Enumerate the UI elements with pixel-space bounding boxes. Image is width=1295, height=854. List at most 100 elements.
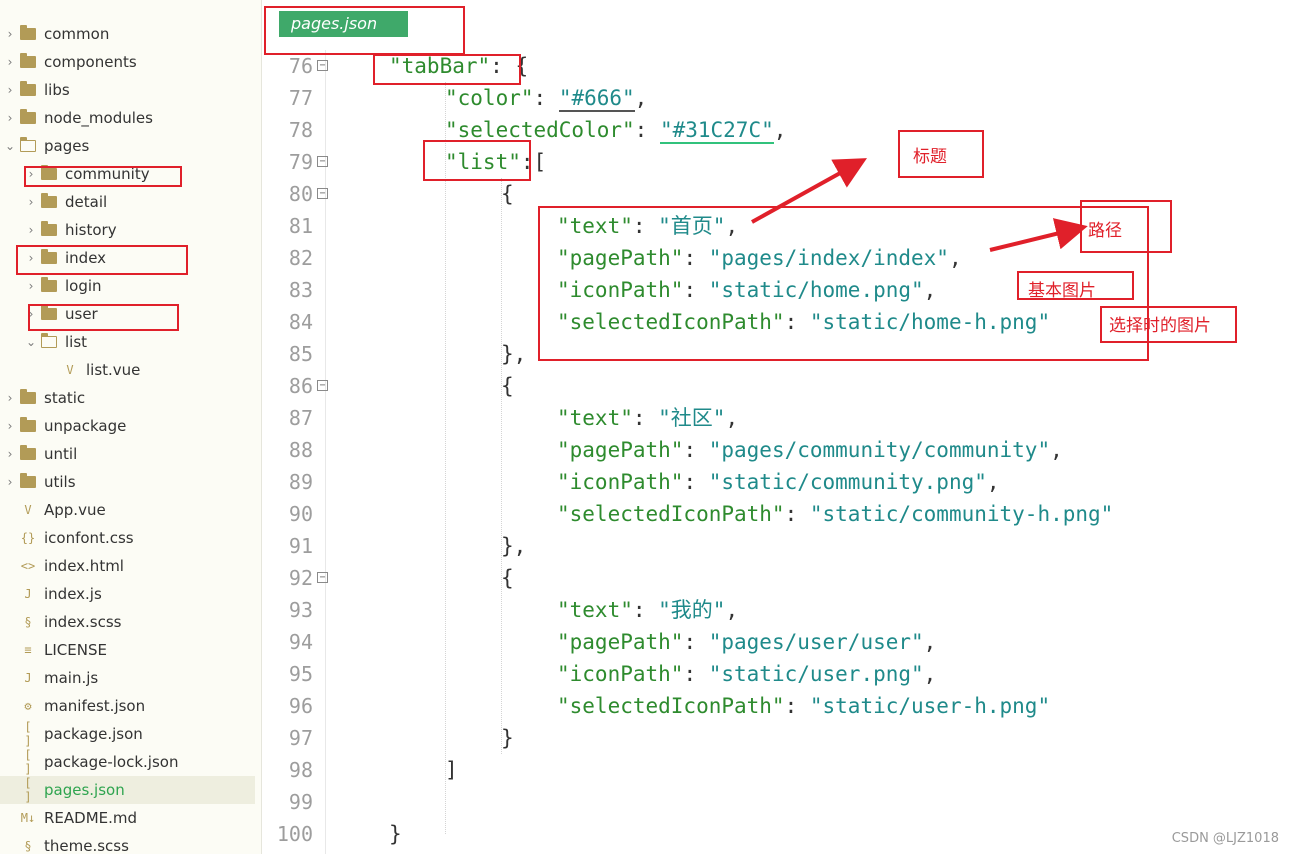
punctuation: : [683,438,709,462]
tree-item-static[interactable]: ›static [0,384,255,412]
chevron-right-icon[interactable]: › [28,167,34,181]
fold-toggle-icon[interactable]: − [317,60,328,71]
code-line[interactable]: 98] [263,754,1295,786]
folder-icon [41,193,57,208]
tree-item-detail[interactable]: ›detail [0,188,255,216]
punctuation: : [632,598,659,622]
code-line[interactable]: 91}, [263,530,1295,562]
chevron-right-icon[interactable]: › [7,55,13,69]
tree-item-until[interactable]: ›until [0,440,255,468]
code-line[interactable]: 86−{ [263,370,1295,402]
code-line[interactable]: 94"pagePath": "pages/user/user", [263,626,1295,658]
code-line[interactable]: 90"selectedIconPath": "static/community-… [263,498,1295,530]
code-line[interactable]: 89"iconPath": "static/community.png", [263,466,1295,498]
chevron-down-icon[interactable]: ⌄ [25,335,37,349]
code-line[interactable]: 87"text": "社区", [263,402,1295,434]
json-key: "iconPath" [557,662,684,686]
json-string: "static/user.png" [708,662,924,686]
code-line[interactable]: 95"iconPath": "static/user.png", [263,658,1295,690]
json-string: "static/community.png" [708,470,987,494]
code-line[interactable]: 96"selectedIconPath": "static/user-h.png… [263,690,1295,722]
code-line[interactable]: 83"iconPath": "static/home.png", [263,274,1295,306]
chevron-down-icon[interactable]: ⌄ [4,139,16,153]
code-line[interactable]: 85}, [263,338,1295,370]
code-line[interactable]: 92−{ [263,562,1295,594]
fold-toggle-icon[interactable]: − [317,156,328,167]
fold-toggle-icon[interactable]: − [317,380,328,391]
tree-item-license[interactable]: ≡LICENSE [0,636,255,664]
code-text: }, [501,530,526,562]
tree-item-label: pages.json [44,781,125,799]
tree-item-index[interactable]: › index [0,244,255,272]
chevron-right-icon[interactable]: › [7,391,13,405]
code-line[interactable]: 88"pagePath": "pages/community/community… [263,434,1295,466]
vue-file-icon: V [66,363,74,377]
tree-item-index-scss[interactable]: §index.scss [0,608,255,636]
code-line[interactable]: 79−"list":[ [263,146,1295,178]
line-number: 94 [288,630,313,654]
punctuation: { [501,566,514,590]
tree-item-package-json[interactable]: [ ]package.json [0,720,255,748]
tree-item-manifest-json[interactable]: ⚙manifest.json [0,692,255,720]
line-number: 90 [288,502,313,526]
code-line[interactable]: 93"text": "我的", [263,594,1295,626]
chevron-right-icon[interactable]: › [7,475,13,489]
tree-item-libs[interactable]: ›libs [0,76,255,104]
chevron-right-icon[interactable]: › [28,279,34,293]
tree-item-history[interactable]: ›history [0,216,255,244]
tree-item-label: index [65,249,107,267]
file-explorer-sidebar: ›common›components›libs›node_modules⌄pag… [0,0,262,854]
chevron-right-icon[interactable]: › [7,83,13,97]
code-line[interactable]: 97} [263,722,1295,754]
code-line[interactable]: 100} [263,818,1295,850]
code-line[interactable]: 81"text": "首页", [263,210,1295,242]
code-editor[interactable]: pages.json 76−"tabBar": {77"color": "#66… [263,0,1295,854]
tree-item-package-lock-json[interactable]: [ ]package-lock.json [0,748,255,776]
code-line[interactable]: 84"selectedIconPath": "static/home-h.png… [263,306,1295,338]
tree-item-pages[interactable]: ⌄pages [0,132,255,160]
punctuation: , [923,278,937,302]
tree-item-pages-json[interactable]: [ ]pages.json [0,776,255,804]
code-line[interactable]: 78"selectedColor": "#31C27C", [263,114,1295,146]
code-text: "text": "首页", [557,210,738,242]
chevron-right-icon[interactable]: › [28,251,34,265]
tree-item-user[interactable]: ›user [0,300,255,328]
code-line[interactable]: 76−"tabBar": { [263,50,1295,82]
chevron-right-icon[interactable]: › [7,111,13,125]
tree-item-login[interactable]: ›login [0,272,255,300]
tree-item-common[interactable]: › common [0,20,255,48]
tree-item-utils[interactable]: ›utils [0,468,255,496]
tree-item-unpackage[interactable]: ›unpackage [0,412,255,440]
code-line[interactable]: 99 [263,786,1295,818]
fold-toggle-icon[interactable]: − [317,572,328,583]
tree-item-index-html[interactable]: <>index.html [0,552,255,580]
tab-pages-json[interactable]: pages.json [279,11,408,37]
annotation-label-title-box [898,130,984,178]
punctuation: : [683,470,709,494]
chevron-right-icon[interactable]: › [28,307,34,321]
chevron-right-icon[interactable]: › [28,223,34,237]
tree-item-components[interactable]: ›components [0,48,255,76]
code-text: }, [501,338,526,370]
chevron-right-icon[interactable]: › [7,27,13,41]
code-line[interactable]: 82"pagePath": "pages/index/index", [263,242,1295,274]
line-number: 76 [288,54,313,78]
tree-item-readme-md[interactable]: M↓README.md [0,804,255,832]
tree-item-label: common [44,25,110,43]
chevron-right-icon[interactable]: › [7,447,13,461]
tree-item-iconfont-css[interactable]: {}iconfont.css [0,524,255,552]
tree-item-node-modules[interactable]: ›node_modules [0,104,255,132]
tree-item-theme-scss[interactable]: §theme.scss [0,832,255,854]
tree-item-list[interactable]: ⌄list [0,328,255,356]
code-line[interactable]: 77"color": "#666", [263,82,1295,114]
chevron-right-icon[interactable]: › [7,419,13,433]
code-line[interactable]: 80−{ [263,178,1295,210]
fold-toggle-icon[interactable]: − [317,188,328,199]
line-number: 95 [288,662,313,686]
annotation-box-tab [264,6,465,55]
chevron-right-icon[interactable]: › [28,195,34,209]
